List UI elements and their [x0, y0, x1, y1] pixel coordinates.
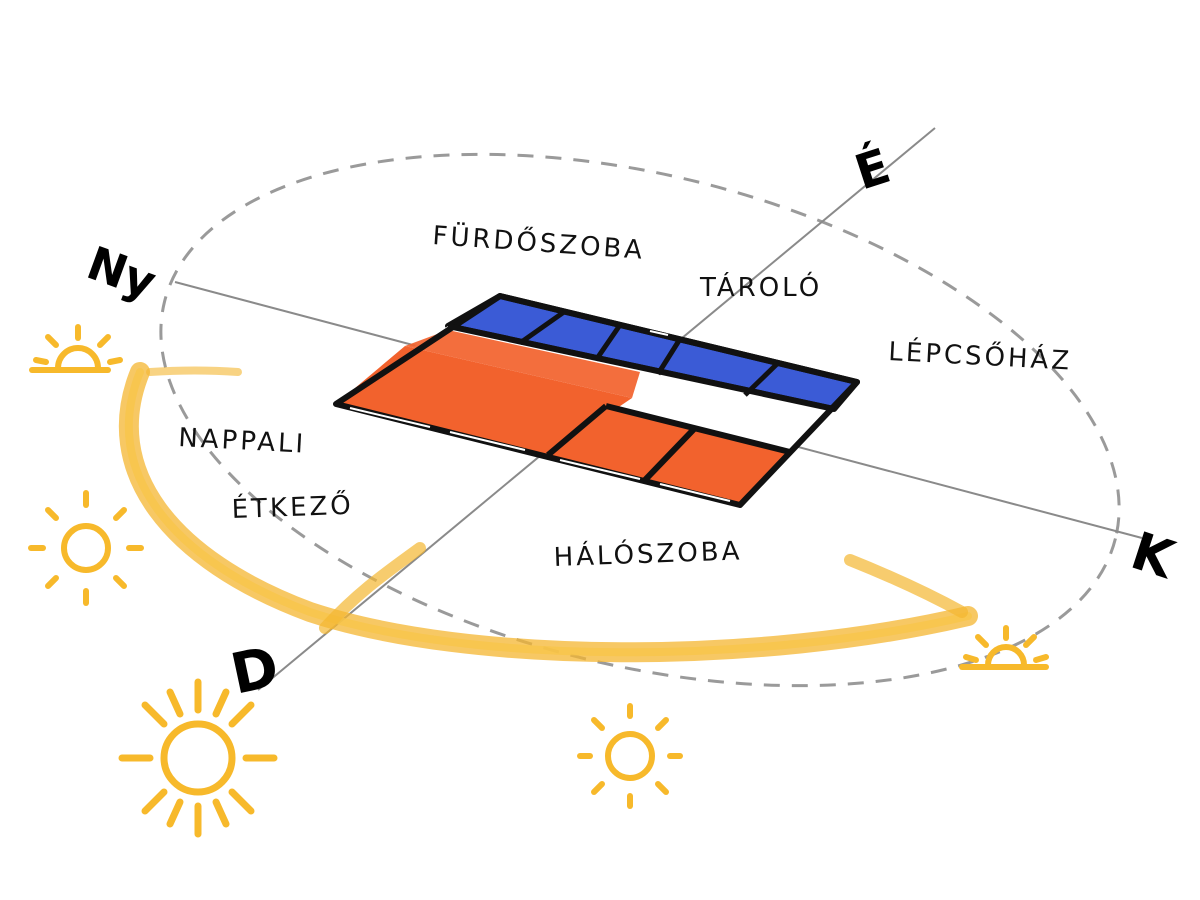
room-label-bedroom: HÁLÓSZOBA — [553, 534, 743, 573]
sunset-icon — [959, 625, 1049, 670]
sun-icon-afternoon — [577, 703, 683, 809]
north-label: É — [848, 137, 897, 201]
sun-icon-noon — [118, 678, 278, 838]
east-label: K — [1124, 521, 1182, 591]
living-zone-bleed — [405, 330, 640, 398]
sun-path — [118, 362, 978, 663]
room-label-dining: ÉTKEZŐ — [231, 489, 354, 525]
living-dining-zone — [336, 346, 632, 455]
floor-plan — [333, 293, 860, 508]
south-label: D — [225, 634, 284, 707]
room-label-storage: TÁROLÓ — [699, 271, 822, 303]
sunrise-icon — [29, 324, 123, 373]
room-label-bathroom: FÜRDŐSZOBA — [432, 219, 647, 266]
room-label-living: NAPPALI — [178, 423, 307, 460]
sun-icon-morning — [28, 490, 144, 606]
west-label: Ny — [80, 236, 163, 310]
floor-plan-outline — [333, 293, 860, 508]
room-label-stairwell: LÉPCSŐHÁZ — [888, 335, 1073, 377]
